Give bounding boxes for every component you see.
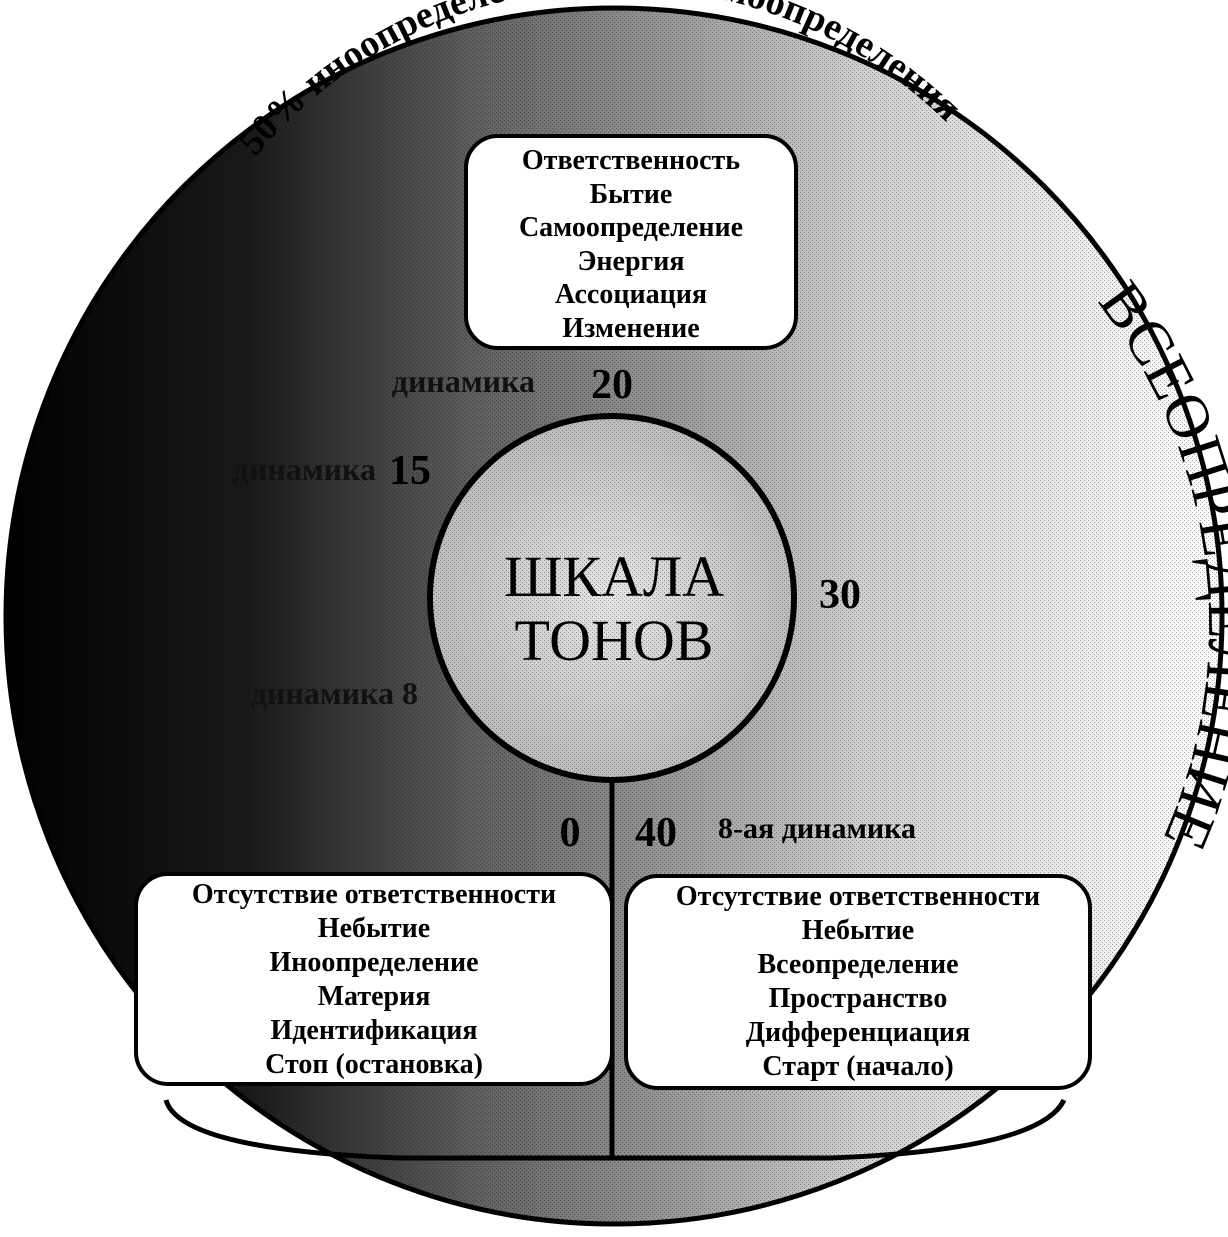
box-top-line-5: Ассоциация — [554, 279, 708, 310]
dynamics-label-top: динамика — [392, 363, 535, 399]
box-top-line-3: Самоопределение — [518, 212, 744, 243]
box-right-line-2: Небытие — [801, 915, 915, 946]
box-right-line-5: Дифференциация — [745, 1017, 971, 1048]
scale-mark-20: 20 — [591, 362, 633, 408]
scale-mark-0: 0 — [560, 810, 581, 856]
scale-mark-30: 30 — [819, 572, 861, 618]
box-left-line-4: Материя — [317, 981, 431, 1012]
box-top-line-4: Энергия — [577, 245, 685, 277]
box-pan-determinism: Отсутствие ответственности Небытие Всеоп… — [624, 874, 1092, 1090]
base-arc — [163, 1098, 1067, 1161]
center-title-line1: ШКАЛА — [504, 544, 724, 609]
box-right-line-3: Всеопределение — [757, 949, 959, 980]
scale-mark-15: 15 — [389, 448, 431, 494]
scale-mark-40: 40 — [635, 810, 677, 856]
box-left-line-2: Небытие — [317, 913, 431, 944]
box-responsibility: Ответственность Бытие Самоопределение Эн… — [464, 134, 798, 350]
dynamics-label-left-lower: динамика 8 — [251, 675, 418, 711]
box-top-line-2: Бытие — [589, 178, 673, 210]
dynamics-label-bottom-right: 8-ая динамика — [718, 812, 916, 845]
box-top-line-1: Ответственность — [521, 145, 741, 176]
box-right-line-4: Пространство — [768, 983, 948, 1014]
box-left-line-6: Стоп (остановка) — [265, 1049, 483, 1080]
box-left-line-1: Отсутствие ответственности — [191, 879, 557, 910]
box-right-line-1: Отсутствие ответственности — [675, 881, 1041, 912]
center-title-line2: ТОНОВ — [514, 608, 713, 673]
box-left-line-5: Идентификация — [270, 1015, 478, 1046]
dynamics-label-left-upper: динамика — [233, 451, 376, 487]
center-circle-texture — [433, 419, 791, 777]
box-right-line-6: Старт (начало) — [762, 1051, 954, 1082]
box-top-line-6: Изменение — [562, 312, 700, 344]
box-left-line-3: Иноопределение — [269, 947, 479, 978]
box-other-determinism: Отсутствие ответственности Небытие Инооп… — [134, 872, 614, 1086]
